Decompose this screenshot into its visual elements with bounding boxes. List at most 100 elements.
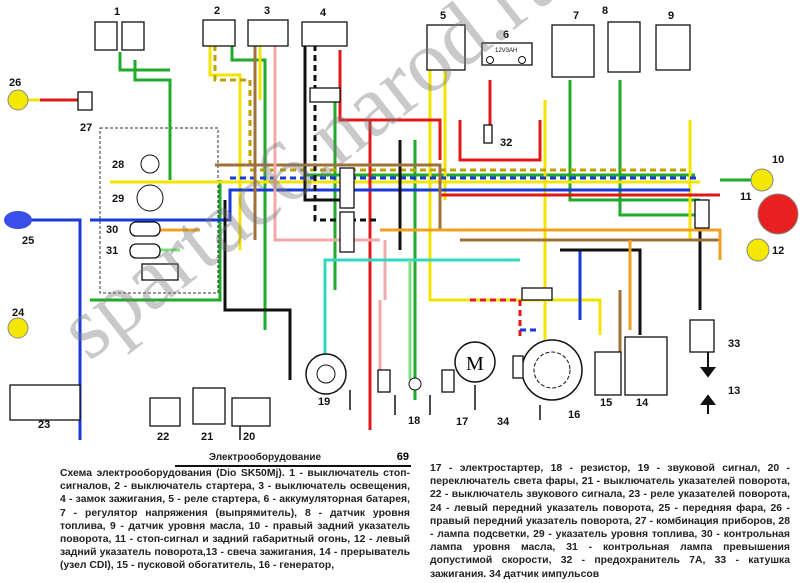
label-18: 18 — [408, 415, 420, 427]
headlight-25 — [4, 211, 32, 229]
brake-switch-1 — [94, 21, 118, 51]
label-12: 12 — [772, 245, 784, 257]
label-24: 24 — [12, 307, 25, 319]
label-5: 5 — [440, 10, 446, 22]
battery-minus-terminal — [518, 56, 526, 64]
label-1: 1 — [114, 6, 120, 18]
cdi-unit-14 — [624, 336, 668, 396]
horn-19 — [305, 353, 347, 395]
caption-right: 17 - электростартер, 18 - резистор, 19 -… — [430, 463, 790, 580]
label-25: 25 — [22, 235, 34, 247]
horn-19-center — [316, 364, 336, 384]
rear-left-turn-lamp-12 — [746, 238, 770, 262]
label-16: 16 — [568, 409, 580, 421]
headlight-switch-20 — [231, 397, 271, 427]
rear-right-turn-lamp-10 — [750, 168, 774, 192]
starter-switch-2 — [202, 19, 236, 47]
backlight-lamp-28 — [140, 154, 160, 174]
label-27: 27 — [80, 122, 92, 134]
label-9: 9 — [668, 10, 674, 22]
starter-relay-5 — [426, 24, 466, 71]
label-7: 7 — [573, 10, 579, 22]
cluster-connector — [141, 263, 179, 281]
label-14: 14 — [636, 397, 649, 409]
label-6: 6 — [503, 29, 509, 41]
label-30: 30 — [106, 224, 118, 236]
label-20: 20 — [243, 431, 255, 443]
label-28: 28 — [112, 159, 124, 171]
generator-16 — [521, 339, 583, 401]
wire-harness — [20, 45, 770, 440]
auto-choke-15 — [594, 351, 622, 396]
speed-warning-lamp-31 — [129, 243, 161, 259]
front-right-turn-lamp-26 — [7, 89, 29, 111]
harness-connector — [694, 199, 710, 229]
wiring-diagram: 1 2 3 4 5 12V3AH 6 7 8 9 10 11 12 13 33 … — [4, 5, 799, 443]
ignition-coil-33 — [689, 319, 715, 353]
harness-connector — [339, 211, 355, 253]
battery-plus-terminal — [486, 56, 494, 64]
instrument-cluster-frame — [99, 127, 219, 294]
resistor-18 — [441, 369, 455, 393]
label-17: 17 — [456, 416, 468, 428]
connector-27 — [77, 91, 93, 111]
wire-yellow-dashed — [213, 45, 690, 172]
label-26: 26 — [9, 77, 21, 89]
label-2: 2 — [214, 5, 220, 17]
ignition-switch-4 — [301, 21, 348, 47]
spark-plug-13 — [700, 352, 716, 414]
resistor-18 — [377, 369, 391, 393]
starter-motor-17 — [454, 341, 496, 383]
turn-switch-21 — [192, 387, 226, 425]
light-switch-3 — [247, 19, 289, 47]
brake-switch-1 — [121, 21, 145, 51]
oil-warning-lamp-30 — [129, 221, 161, 237]
page-title: Электрооборудование — [208, 452, 322, 463]
wire-red-dashed — [470, 298, 522, 340]
motor-label: M — [466, 353, 484, 375]
label-4: 4 — [320, 7, 327, 19]
ground-lines — [239, 385, 541, 440]
label-23: 23 — [38, 419, 50, 431]
fuel-sensor-8 — [607, 21, 641, 73]
wire-blue — [30, 188, 690, 440]
page-header: Электрооборудование 69 — [175, 450, 411, 467]
label-34: 34 — [497, 416, 510, 428]
label-31: 31 — [106, 245, 118, 257]
wire-cyan — [323, 258, 520, 355]
wire-black — [223, 45, 702, 380]
pulse-sensor-34 — [512, 355, 524, 379]
page-number: 69 — [396, 451, 409, 463]
label-32: 32 — [500, 137, 512, 149]
label-21: 21 — [201, 431, 213, 443]
label-19: 19 — [318, 396, 330, 408]
label-29: 29 — [112, 193, 124, 205]
label-8: 8 — [602, 5, 608, 17]
harness-connector — [521, 287, 553, 301]
fuel-gauge-29 — [136, 184, 164, 212]
label-15: 15 — [600, 397, 612, 409]
label-22: 22 — [157, 431, 169, 443]
resistor-terminal — [408, 377, 422, 391]
front-left-turn-lamp-24 — [7, 317, 29, 339]
label-13: 13 — [728, 385, 740, 397]
label-33: 33 — [728, 338, 740, 350]
wire-brown — [215, 45, 720, 380]
regulator-7 — [551, 24, 595, 78]
harness-connector — [309, 87, 341, 103]
horn-switch-22 — [149, 397, 181, 427]
label-10: 10 — [772, 154, 784, 166]
caption-left: Схема электрооборудования (Dio SK50Mj). … — [60, 468, 410, 572]
wire-red — [40, 50, 720, 430]
wire-black-dashed — [313, 45, 380, 222]
label-3: 3 — [264, 5, 270, 17]
wire-orange — [160, 228, 722, 330]
label-11: 11 — [740, 191, 752, 203]
wire-blue-dashed — [230, 176, 700, 332]
stop-tail-lamp-11 — [757, 193, 799, 235]
fuse-32 — [483, 124, 493, 144]
harness-connector — [339, 167, 355, 209]
generator-16-rotor — [533, 351, 571, 389]
battery-label: 12V3AH — [495, 48, 517, 54]
turn-relay-23 — [9, 384, 81, 421]
